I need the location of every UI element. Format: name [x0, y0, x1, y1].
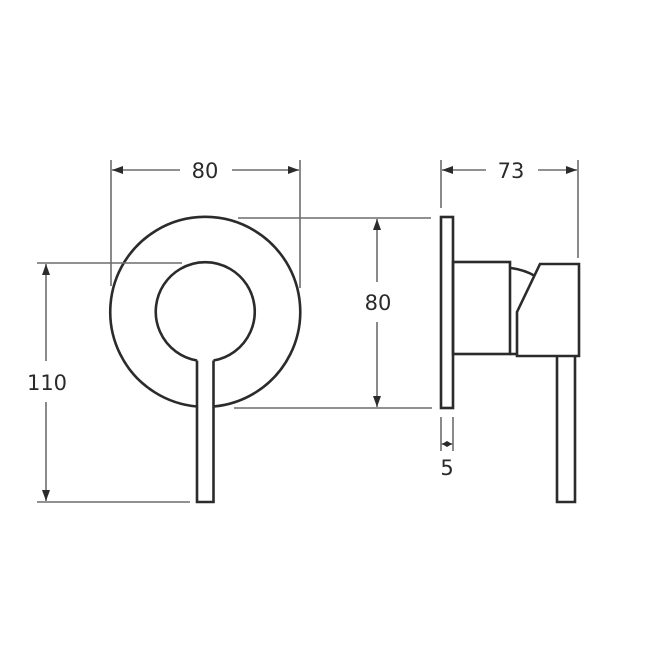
- side-cover-plate: [439, 215, 455, 410]
- dimension-overall-height: 110: [27, 262, 190, 503]
- dimension-label-plate-thickness: 5: [440, 456, 453, 480]
- arrow-up-icon: [373, 219, 381, 230]
- dimension-plate-thickness: 5: [440, 417, 454, 480]
- dimension-label-overall-height: 110: [27, 371, 67, 395]
- cover-plate-outline: [109, 215, 302, 408]
- dimension-label-projection: 73: [498, 159, 525, 183]
- dimension-front-height: 80: [234, 217, 432, 409]
- side-handle-head: [515, 262, 581, 358]
- arrow-up-icon: [42, 264, 50, 275]
- arrow-right-icon: [288, 166, 299, 174]
- arrow-down-icon: [373, 396, 381, 407]
- dimension-projection: 73: [440, 159, 579, 258]
- arrow-left-icon: [442, 166, 453, 174]
- front-view: [109, 215, 302, 504]
- arrow-left-icon: [447, 441, 452, 447]
- arrow-left-icon: [112, 166, 123, 174]
- dimension-front-width: 80: [110, 159, 301, 288]
- side-cap-arc: [510, 266, 536, 278]
- dimension-label-front-height: 80: [365, 291, 392, 315]
- lever-handle: [195, 360, 215, 504]
- arrow-right-icon: [566, 166, 577, 174]
- side-valve-body: [451, 260, 512, 356]
- side-lever-handle: [555, 356, 577, 504]
- handle-hub-outline: [154, 260, 257, 362]
- side-view: [439, 215, 581, 504]
- dimension-label-front-width: 80: [192, 159, 219, 183]
- arrow-down-icon: [42, 490, 50, 501]
- arrow-right-icon: [442, 441, 447, 447]
